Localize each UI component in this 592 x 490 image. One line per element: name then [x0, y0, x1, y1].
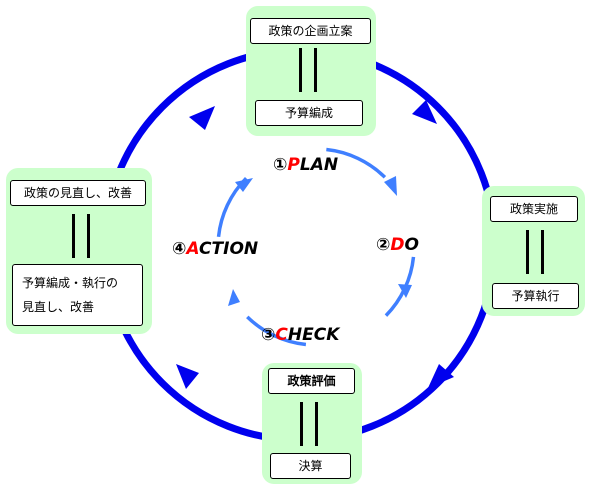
outer-arrow-top-right-icon: [412, 100, 437, 124]
budget-execution-box: 予算執行: [492, 283, 579, 309]
outer-arrow-top-left-icon: [189, 106, 215, 130]
inner-arrow-action-plan-icon: [235, 178, 253, 192]
settlement-box: 決算: [270, 453, 351, 479]
inner-arrow-plan-do-icon: [384, 176, 397, 196]
equals-connector-top: [299, 48, 317, 92]
budget-review-box: 予算編成・執行の 見直し、改善: [12, 264, 143, 326]
stage-do-label: ②DO: [376, 237, 419, 254]
outer-arrow-bottom-left-icon: [176, 364, 199, 389]
stage-check-number: ③: [261, 325, 276, 345]
equals-connector-bottom: [300, 402, 318, 446]
stage-check-rest: HECK: [287, 325, 340, 345]
budget-review-line-2: 見直し、改善: [22, 300, 95, 314]
budget-review-line-1: 予算編成・執行の: [22, 276, 119, 290]
stage-check-label: ③CHECK: [261, 327, 339, 344]
outer-arrow-bottom-right-icon: [428, 364, 454, 388]
policy-review-box: 政策の見直し、改善: [10, 180, 146, 206]
stage-plan-number: ①: [273, 155, 288, 175]
budget-formulation-box: 予算編成: [255, 100, 363, 126]
stage-do-rest: O: [404, 235, 419, 255]
stage-action-number: ④: [172, 239, 187, 259]
stage-action-label: ④ACTION: [172, 241, 258, 258]
stage-do-number: ②: [376, 235, 391, 255]
stage-check-lead-letter: C: [275, 325, 288, 345]
inner-arrow-check-action-icon: [228, 289, 240, 306]
inner-arrow-do-check-icon: [398, 284, 412, 298]
stage-plan-lead-letter: P: [287, 155, 300, 175]
policy-planning-box: 政策の企画立案: [250, 18, 371, 44]
policy-evaluation-box: 政策評価: [268, 368, 355, 394]
stage-plan-rest: LAN: [299, 155, 339, 175]
stage-plan-label: ①PLAN: [273, 157, 338, 174]
stage-do-lead-letter: D: [390, 235, 405, 255]
stage-action-lead-letter: A: [186, 239, 200, 259]
equals-connector-left: [72, 214, 90, 258]
stage-action-rest: CTION: [199, 239, 259, 259]
policy-implementation-box: 政策実施: [490, 196, 578, 222]
equals-connector-right: [526, 230, 544, 274]
